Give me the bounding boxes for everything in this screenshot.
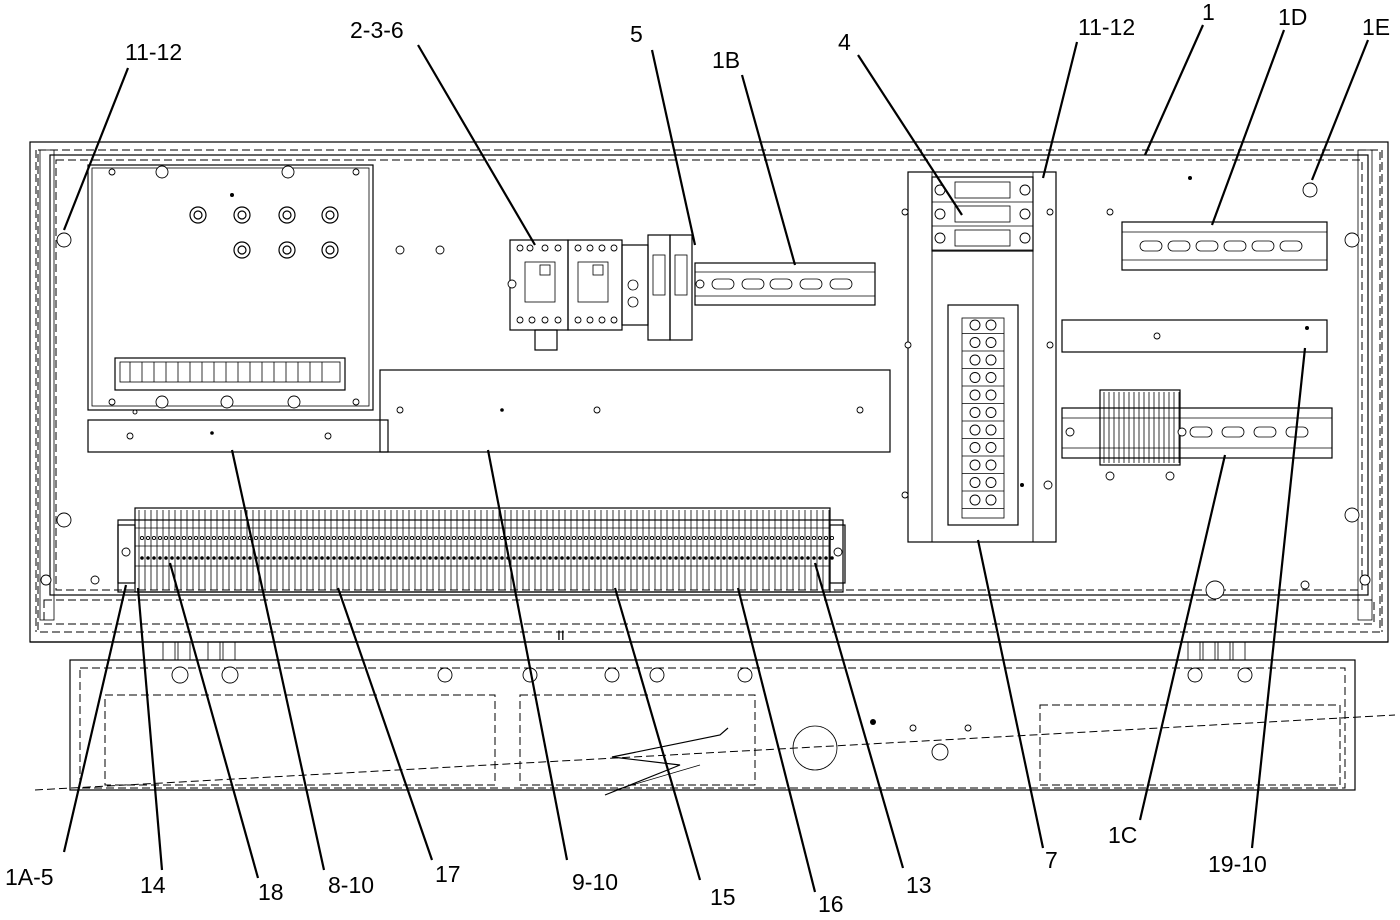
callout-11-12-left: 11-12 bbox=[125, 39, 182, 65]
callout-11-12-right: 11-12 bbox=[1078, 14, 1135, 40]
mounting-plate-left bbox=[87, 409, 389, 453]
terminal-block-rail bbox=[117, 507, 846, 593]
callout-1e: 1E bbox=[1362, 14, 1390, 40]
callout-labels: 11-12 2-3-6 5 1B 4 11-12 1 1D 1E 1A-5 14… bbox=[5, 0, 1390, 917]
terminal-board-7 bbox=[947, 304, 1019, 526]
leader-lines bbox=[62, 24, 1370, 893]
callout-1c: 1C bbox=[1108, 822, 1137, 848]
callout-2-3-6: 2-3-6 bbox=[350, 17, 404, 43]
mounting-plate-right bbox=[1061, 319, 1328, 353]
din-rail-1d bbox=[1121, 221, 1328, 271]
contactor-group bbox=[507, 234, 705, 351]
din-rail-1b bbox=[694, 262, 876, 306]
callout-17: 17 bbox=[435, 861, 461, 887]
callout-7: 7 bbox=[1045, 847, 1058, 873]
callout-1b: 1B bbox=[712, 47, 740, 73]
fuse-holder bbox=[931, 176, 1034, 252]
callout-5: 5 bbox=[630, 21, 643, 47]
controller-module bbox=[87, 164, 374, 411]
din-rail-1c bbox=[1061, 389, 1333, 481]
callout-13: 13 bbox=[906, 872, 932, 898]
callout-14: 14 bbox=[140, 872, 166, 898]
callout-19-10: 19-10 bbox=[1208, 851, 1267, 877]
callout-1a-5: 1A-5 bbox=[5, 864, 54, 890]
mounting-plate-center bbox=[379, 369, 891, 453]
callout-15: 15 bbox=[710, 884, 736, 910]
callout-1d: 1D bbox=[1278, 4, 1307, 30]
callout-1: 1 bbox=[1202, 0, 1215, 25]
callout-8-10: 8-10 bbox=[328, 872, 374, 898]
lower-housing bbox=[34, 580, 1396, 796]
callout-18: 18 bbox=[258, 879, 284, 905]
panel-marking: II bbox=[557, 627, 565, 643]
callout-9-10: 9-10 bbox=[572, 869, 618, 895]
knob-icon bbox=[189, 206, 339, 259]
callout-4: 4 bbox=[838, 29, 851, 55]
enclosure-frame: II bbox=[29, 141, 1389, 643]
callout-16: 16 bbox=[818, 891, 844, 917]
